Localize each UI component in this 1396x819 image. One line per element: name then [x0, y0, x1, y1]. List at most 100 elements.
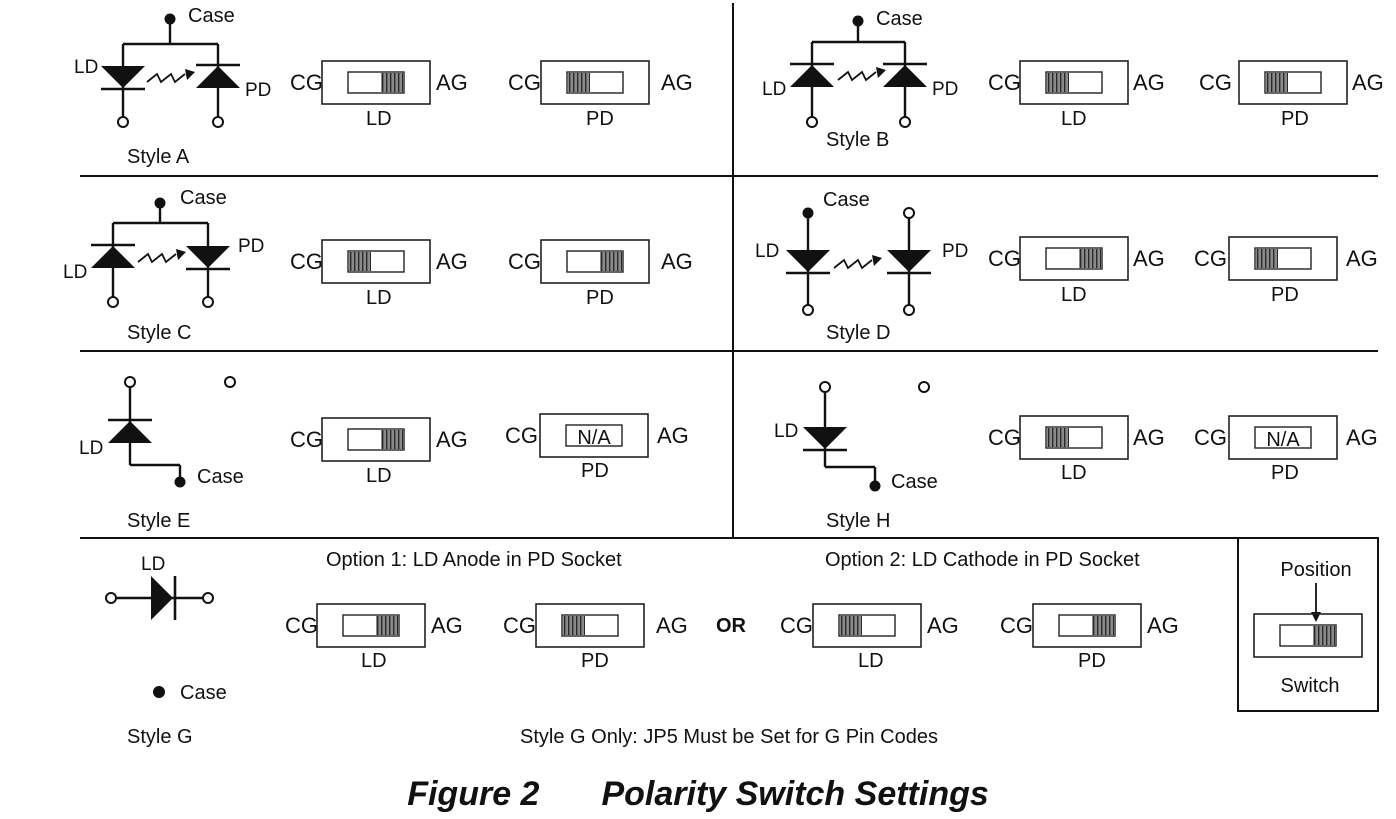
style-b-case-label: Case [876, 8, 923, 30]
style-a-pd-cg: CG [508, 70, 541, 95]
g-opt1-pd-cg: CG [503, 613, 536, 638]
legend-switch-label: Switch [1281, 675, 1340, 697]
figure-title: Polarity Switch Settings [601, 775, 989, 813]
style-e-pd-na: N/A [577, 427, 611, 449]
g-opt1-ld-cg: CG [285, 613, 318, 638]
g-opt1-pd-switch-label: PD [581, 650, 609, 672]
style-a-ld-switch [321, 60, 431, 105]
style-g-case-label: Case [180, 682, 227, 704]
style-b-pd-cg: CG [1199, 70, 1232, 95]
g-opt2-pd-cg: CG [1000, 613, 1033, 638]
g-opt1-ld-switch-label: LD [361, 650, 387, 672]
g-opt1-ld-ag: AG [431, 613, 463, 638]
style-c-pd-switch-label: PD [586, 287, 614, 309]
style-b-pd-switch-label: PD [1281, 108, 1309, 130]
style-c-pd-switch [540, 239, 650, 284]
g-opt1-ld-switch [316, 603, 426, 648]
style-b-title: Style B [826, 129, 889, 151]
style-a-schematic [101, 13, 240, 128]
option2-title: Option 2: LD Cathode in PD Socket [825, 549, 1140, 571]
style-e-pd-cg: CG [505, 423, 538, 448]
style-a-pd-label: PD [245, 80, 271, 101]
style-h-ld-label: LD [774, 421, 798, 442]
style-h-ld-switch [1019, 415, 1129, 460]
style-h-pd-ag: AG [1346, 425, 1378, 450]
g-opt2-ld-switch [812, 603, 922, 648]
style-d-ld-cg: CG [988, 246, 1021, 271]
style-c-case-label: Case [180, 187, 227, 209]
style-c-ld-switch-label: LD [366, 287, 392, 309]
or-label: OR [716, 615, 747, 637]
style-c-pd-cg: CG [508, 249, 541, 274]
style-d-title: Style D [826, 322, 890, 344]
style-c-ld-switch [321, 239, 431, 284]
style-h-ld-cg: CG [988, 425, 1021, 450]
legend-switch [1253, 613, 1363, 658]
style-e-schematic [108, 376, 236, 488]
style-b-pd-ag: AG [1352, 70, 1384, 95]
style-b-pd-switch [1238, 60, 1348, 105]
style-b-ld-switch [1019, 60, 1129, 105]
style-h-pd-cg: CG [1194, 425, 1227, 450]
legend-position-label: Position [1280, 559, 1351, 581]
style-b-ld-label: LD [762, 79, 786, 100]
style-h-schematic [803, 381, 930, 492]
style-e-ld-switch [321, 417, 431, 462]
style-b-ld-cg: CG [988, 70, 1021, 95]
style-h-ld-switch-label: LD [1061, 462, 1087, 484]
style-d-ld-ag: AG [1133, 246, 1165, 271]
style-d-schematic [786, 207, 931, 316]
style-a-case-label: Case [188, 5, 235, 27]
style-a-pd-switch-label: PD [586, 108, 614, 130]
style-h-pd-na: N/A [1266, 429, 1300, 451]
style-c-pd-ag: AG [661, 249, 693, 274]
g-opt2-pd-switch [1032, 603, 1142, 648]
style-a-pd-switch [540, 60, 650, 105]
style-e-ld-switch-label: LD [366, 465, 392, 487]
style-d-ld-switch [1019, 236, 1129, 281]
style-c-pd-label: PD [238, 236, 264, 257]
style-b-schematic [790, 15, 927, 128]
style-e-ld-ag: AG [436, 427, 468, 452]
style-d-pd-switch-label: PD [1271, 284, 1299, 306]
style-e-title: Style E [127, 510, 190, 532]
style-g-note: Style G Only: JP5 Must be Set for G Pin … [520, 726, 938, 748]
style-e-case-label: Case [197, 466, 244, 488]
style-e-pd-ag: AG [657, 423, 689, 448]
style-a-ld-ag: AG [436, 70, 468, 95]
style-e-ld-label: LD [79, 438, 103, 459]
style-d-pd-cg: CG [1194, 246, 1227, 271]
style-e-pd-switch-label: PD [581, 460, 609, 482]
style-g-schematic [105, 576, 214, 698]
g-opt2-pd-switch-label: PD [1078, 650, 1106, 672]
style-b-ld-ag: AG [1133, 70, 1165, 95]
style-c-title: Style C [127, 322, 191, 344]
style-d-pd-switch [1228, 236, 1338, 281]
style-a-ld-label: LD [74, 57, 98, 78]
g-opt1-pd-ag: AG [656, 613, 688, 638]
style-c-ld-cg: CG [290, 249, 323, 274]
g-opt2-ld-switch-label: LD [858, 650, 884, 672]
g-opt1-pd-switch [535, 603, 645, 648]
figure-number: Figure 2 [407, 775, 540, 813]
style-h-title: Style H [826, 510, 890, 532]
g-opt2-ld-cg: CG [780, 613, 813, 638]
style-d-ld-label: LD [755, 241, 779, 262]
style-b-pd-label: PD [932, 79, 958, 100]
figure-caption: Figure 2 Polarity Switch Settings [0, 775, 1396, 814]
style-e-ld-cg: CG [290, 427, 323, 452]
style-h-ld-ag: AG [1133, 425, 1165, 450]
g-opt2-ld-ag: AG [927, 613, 959, 638]
style-a-title: Style A [127, 146, 190, 168]
style-a-pd-ag: AG [661, 70, 693, 95]
style-c-ld-ag: AG [436, 249, 468, 274]
style-d-pd-label: PD [942, 241, 968, 262]
option1-title: Option 1: LD Anode in PD Socket [326, 549, 622, 571]
style-d-pd-ag: AG [1346, 246, 1378, 271]
style-h-case-label: Case [891, 471, 938, 493]
switch-legend [1237, 537, 1379, 712]
style-g-ld-label: LD [141, 554, 165, 575]
style-g-title: Style G [127, 726, 193, 748]
style-a-ld-cg: CG [290, 70, 323, 95]
